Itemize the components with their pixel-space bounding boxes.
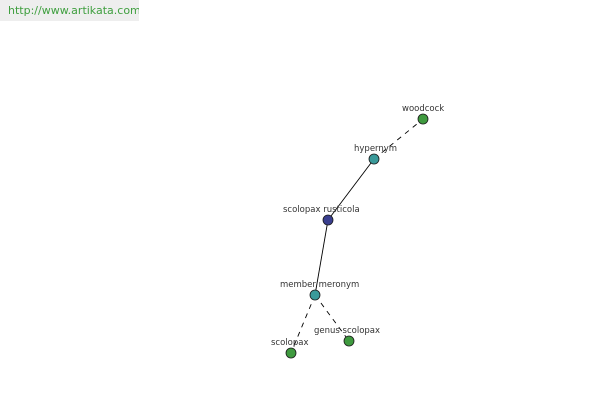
edge-hypernym-to-woodcock (373, 118, 424, 160)
node-label-genus-scolopax: genus scolopax (314, 326, 380, 336)
node-member-meronym[interactable] (309, 289, 321, 301)
node-scolopax-rusticola[interactable] (322, 214, 334, 226)
watermark-url: http://www.artikata.com (0, 0, 139, 21)
node-label-hypernym: hypernym (354, 144, 397, 154)
node-label-scolopax-rusticola: scolopax rusticola (283, 205, 360, 215)
node-genus-scolopax[interactable] (343, 335, 355, 347)
node-hypernym[interactable] (368, 153, 380, 165)
graph-edges (290, 118, 424, 354)
node-label-scolopax: scolopax (271, 338, 309, 348)
edge-member-meronym-to-scolopax (290, 294, 316, 354)
node-label-member-meronym: member meronym (280, 280, 359, 290)
edge-scolopax-rusticola-to-hypernym (327, 158, 375, 221)
edge-scolopax-rusticola-to-member-meronym (314, 219, 329, 296)
node-label-woodcock: woodcock (402, 104, 444, 114)
node-woodcock[interactable] (417, 113, 429, 125)
node-scolopax[interactable] (285, 347, 297, 359)
graph-nodes: woodcock hypernym scolopax rusticola member… (271, 104, 444, 359)
